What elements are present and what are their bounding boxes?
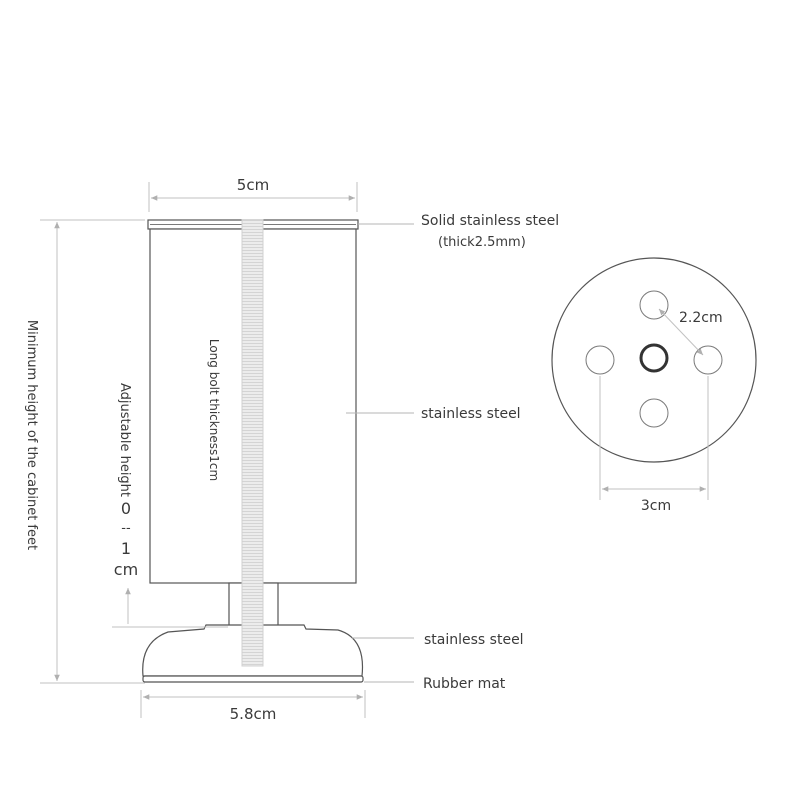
base-callout: stainless steel <box>352 632 524 648</box>
base-label: stainless steel <box>424 632 524 648</box>
base-width-label: 5.8cm <box>230 705 277 723</box>
top-view: 2.2cm 3cm <box>551 257 757 514</box>
hole-left <box>585 345 615 375</box>
center-bolt-hole <box>639 343 669 373</box>
base-width-dimension: 5.8cm <box>140 690 366 723</box>
min-height-label: Minimum height of the cabinet feet <box>24 320 39 550</box>
hole-right <box>693 345 723 375</box>
hole-size-label: 2.2cm <box>679 310 723 326</box>
bolt-label: Long bolt thickness1cm <box>207 339 221 481</box>
top-plate-note: (thick2.5mm) <box>438 235 526 250</box>
rubber-mat <box>142 675 364 683</box>
hole-top <box>639 290 669 320</box>
bolt <box>241 219 264 667</box>
hole-spacing-label: 3cm <box>641 498 671 514</box>
hole-size-dimension <box>658 308 704 356</box>
hole-bottom <box>639 398 669 428</box>
min-height-dimension: Minimum height of the cabinet feet <box>24 219 145 684</box>
adjust-max-label: 1 <box>121 539 131 558</box>
mat-callout: Rubber mat <box>364 676 506 692</box>
adjustable-height-label: Adjustable height <box>117 383 132 497</box>
top-width-dimension: 5cm <box>148 176 358 212</box>
hole-spacing-dimension: 3cm <box>599 376 709 514</box>
adjust-min-label: 0 <box>121 499 131 518</box>
adjustable-height-dimension: Adjustable height 0 -- 1 cm <box>112 383 228 628</box>
body-callout: stainless steel <box>346 406 521 422</box>
body-label: stainless steel <box>421 406 521 422</box>
top-plate-callout: Solid stainless steel (thick2.5mm) <box>358 213 559 250</box>
adjust-unit-label: cm <box>114 560 138 579</box>
mat-label: Rubber mat <box>423 676 506 692</box>
top-width-label: 5cm <box>237 176 269 194</box>
top-plate-label: Solid stainless steel <box>421 213 559 229</box>
adjust-sep-label: -- <box>121 521 131 536</box>
